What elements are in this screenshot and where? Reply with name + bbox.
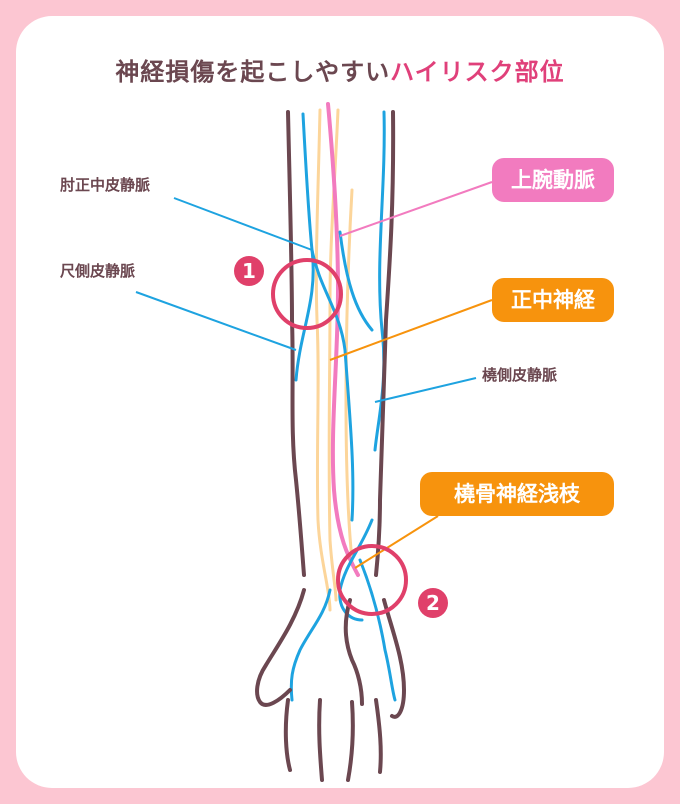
median-vein-line — [310, 248, 355, 522]
title-prefix: 神経損傷を起こしやすい — [115, 58, 391, 86]
highlight-circle-2 — [336, 544, 408, 616]
marker-1: 1 — [234, 256, 264, 286]
pointer-median-cubital-vein — [173, 197, 313, 251]
title-accent: ハイリスク部位 — [390, 58, 565, 86]
page-title: 神経損傷を起こしやすいハイリスク部位 — [0, 52, 680, 87]
pointer-cephalic-vein — [374, 377, 477, 403]
arm-outline-right — [374, 110, 396, 577]
hand-palm-crease — [343, 598, 364, 706]
cephalic-vein-line — [373, 110, 386, 452]
hand-finger-1 — [283, 698, 292, 772]
label-cephalic-vein: 橈側皮静脈 — [482, 366, 558, 384]
hand-finger-2 — [317, 698, 324, 782]
nerve-line-3 — [344, 188, 354, 562]
pointer-median-nerve — [329, 299, 493, 361]
callout-brachial-artery: 上腕動脈 — [492, 158, 614, 202]
pointer-brachial-artery — [339, 181, 493, 237]
label-basilic-vein: 尺側皮静脈 — [60, 262, 136, 280]
label-median-cubital-vein: 肘正中皮静脈 — [60, 176, 151, 194]
highlight-circle-1 — [271, 258, 343, 330]
nerve-line-1 — [314, 108, 332, 612]
pointer-basilic-vein — [135, 291, 297, 351]
pointer-superficial-radial-nerve — [354, 515, 439, 569]
hand-thumb — [255, 588, 306, 707]
arm-outline-left — [286, 110, 306, 577]
arm-outline — [255, 110, 406, 782]
callout-superficial-radial-nerve: 橈骨神経浅枝 — [420, 472, 614, 516]
wrist-vein-2 — [358, 558, 397, 702]
hand-finger-3 — [346, 700, 355, 782]
hand-vein — [289, 588, 332, 702]
card-panel — [16, 16, 664, 788]
callout-median-nerve: 正中神経 — [492, 278, 614, 322]
vein-branch-1 — [338, 230, 374, 332]
hand-pinky-side — [382, 598, 406, 719]
artery-line — [326, 102, 360, 577]
marker-2: 2 — [418, 588, 448, 618]
hand-finger-4 — [374, 698, 383, 774]
